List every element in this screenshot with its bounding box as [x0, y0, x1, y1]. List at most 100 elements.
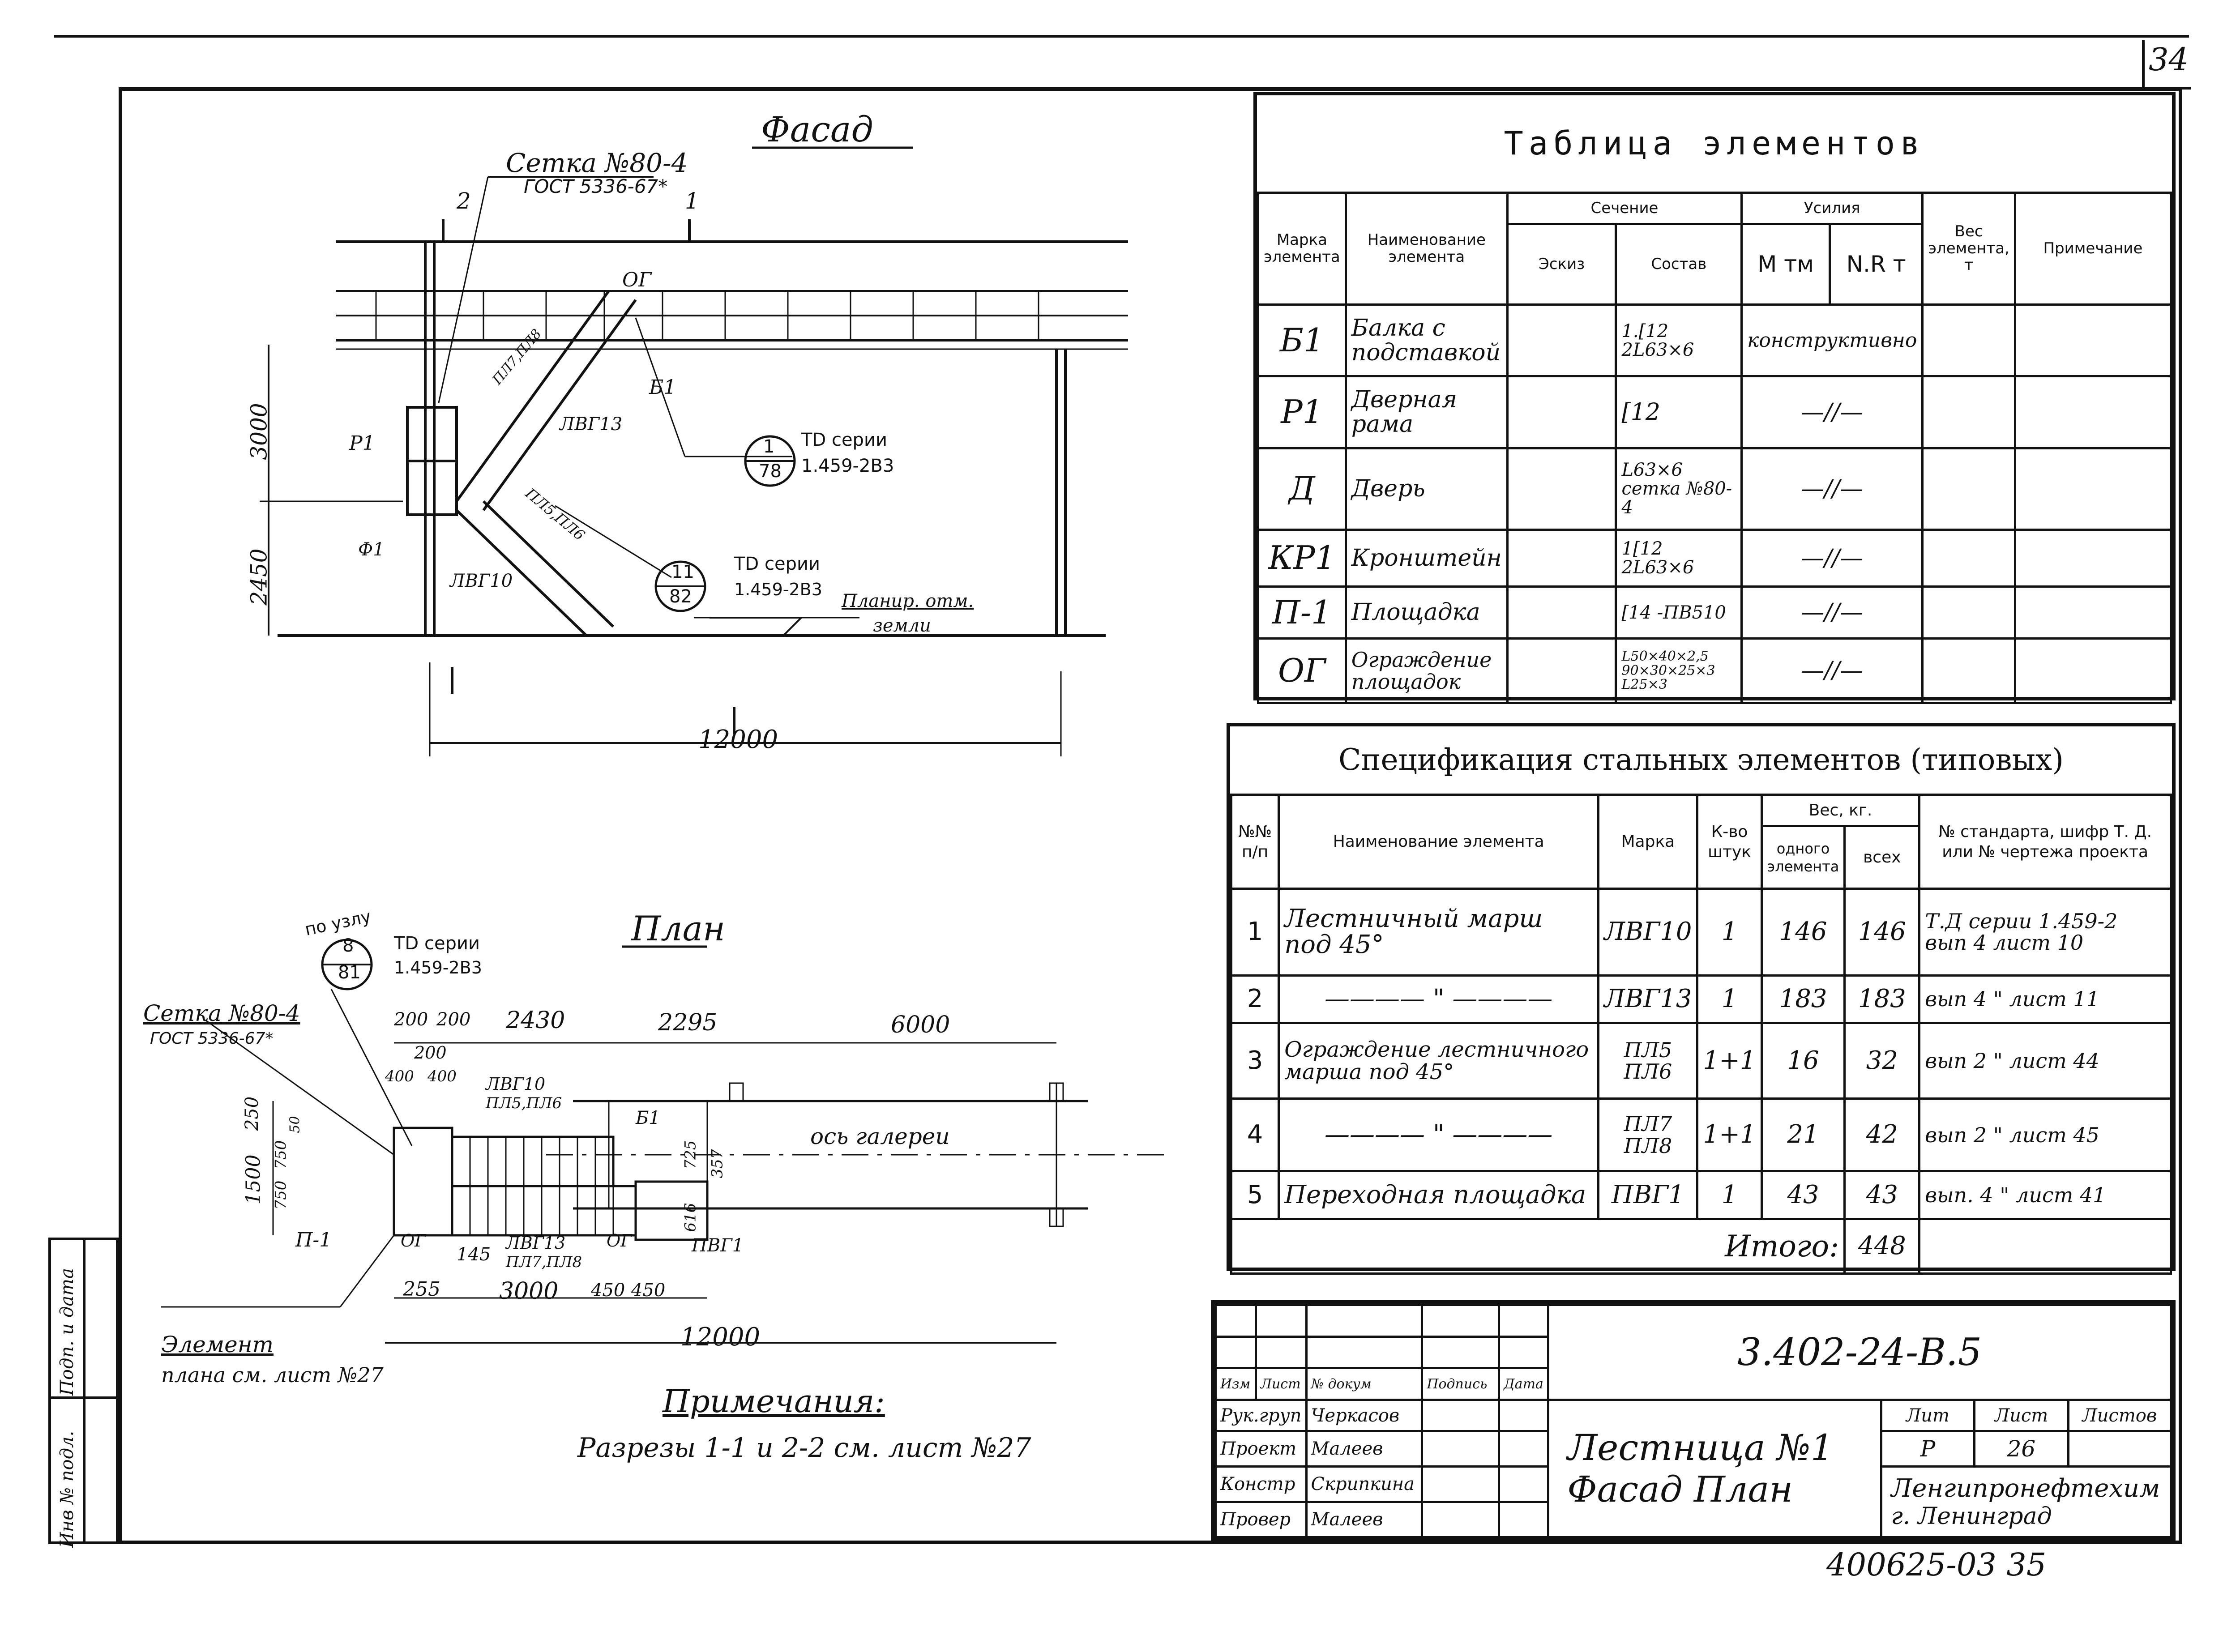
spec-col-standard: № стандарта, шифр Т. Д. или № чертежа пр… [1918, 794, 2172, 890]
facade-mesh-gost: ГОСТ 5336-67* [524, 175, 668, 197]
row-mark: ОГ [1257, 637, 1347, 704]
plan-element-note-1: Элемент [161, 1332, 274, 1357]
tb-sign-1 [1421, 1398, 1501, 1433]
spec-row-one: 43 [1760, 1170, 1846, 1220]
plan-dim-400a: 400 [385, 1067, 414, 1085]
row-sketch [1506, 528, 1617, 588]
facade-dim-3000: 3000 [246, 403, 272, 460]
facade-section-2-top: 2 [457, 188, 471, 214]
row-mark: Д [1257, 447, 1347, 531]
table-row: КР1 Кронштейн 1[12 2L63×6 —//— [1257, 528, 2172, 588]
plan-mesh-gost: ГОСТ 5336-67* [150, 1029, 274, 1048]
row-sketch [1506, 637, 1617, 704]
notes-text: Разрезы 1-1 и 2-2 см. лист №27 [577, 1432, 1031, 1464]
tb-sheets-label: Листов [2067, 1398, 2172, 1433]
row-weight [1921, 637, 2016, 704]
tb-lit-value: Р [1880, 1430, 1976, 1468]
tb-role-1: Рук.груп [1214, 1398, 1308, 1433]
plan-dim-200c: 200 [414, 1043, 447, 1063]
tb-sign-4 [1421, 1501, 1501, 1538]
row-name: Дверная рама [1344, 375, 1509, 449]
col-forces: Усилия [1740, 192, 1924, 225]
plan-dim-750b: 750 [272, 1180, 290, 1210]
plan-dim-50: 50 [287, 1116, 303, 1133]
facade-node2-bottom: 82 [669, 586, 692, 607]
spec-row-name: Переходная площадка [1278, 1170, 1600, 1220]
plan-dim-12000: 12000 [680, 1323, 761, 1352]
spec-row-all: 42 [1843, 1097, 1921, 1173]
tb-subject-1: Лестница №1 [1567, 1426, 1834, 1468]
plan-node-code: 1.459-2В3 [394, 958, 482, 978]
spec-row-all: 32 [1843, 1022, 1921, 1100]
row-sketch [1506, 303, 1617, 378]
facade-node2-series: ТD серии [734, 554, 820, 574]
plan-stair-lvg10 [451, 1135, 615, 1187]
spec-col-qty: К-во штук [1696, 794, 1763, 890]
row-note [2014, 637, 2172, 704]
facade-node1-bottom: 78 [759, 461, 782, 482]
spec-row-name: Лестничный марш под 45° [1278, 888, 1600, 977]
spec-row-name: ———— " ———— [1278, 974, 1600, 1024]
row-forces: —//— [1740, 528, 1924, 588]
facade-ground-label-1: Планир. отм. [842, 591, 974, 611]
table-row: 3 Ограждение лестничного марша под 45° П… [1230, 1022, 2172, 1100]
archive-number: 400625-03 35 [1826, 1546, 2047, 1583]
margin-stamp-divider [83, 1238, 86, 1544]
facade-node1-top: 1 [763, 436, 775, 457]
row-name: Площадка [1344, 585, 1509, 640]
plan-mark-lvg13: ЛВГ13 [506, 1233, 566, 1253]
spec-col-one: одного элемента [1760, 825, 1846, 890]
plan-mesh-label: Сетка №80-4 [143, 1000, 300, 1026]
facade-mark-og: ОГ [622, 269, 652, 291]
tb-subject: Лестница №1 Фасад План [1547, 1398, 1882, 1539]
tb-col-sign: Подпись [1421, 1367, 1501, 1401]
margin-stamp-divider-h [48, 1396, 119, 1399]
tb-col-date: Дата [1498, 1367, 1550, 1401]
table-row: П-1 Площадка [14 -ПВ510 —//— [1257, 585, 2172, 640]
facade-node2-top: 11 [671, 562, 694, 582]
tb-person-3: Скрипкина [1305, 1465, 1424, 1503]
tb-date-3 [1498, 1465, 1550, 1503]
spec-col-weight: Вес, кг. [1760, 794, 1921, 827]
row-note [2014, 585, 2172, 640]
drawing-code: 3.402-24-В.5 [1547, 1304, 2172, 1401]
elements-table-title: Таблица элементов [1257, 95, 2172, 194]
top-border-line [54, 35, 2189, 38]
plan-dim-200a: 200 [394, 1009, 428, 1030]
spec-total-label: Итого: [1230, 1217, 1846, 1275]
spec-row-name: ———— " ———— [1278, 1097, 1600, 1173]
spec-total-row: Итого: 448 [1230, 1217, 2172, 1275]
tb-col-izm: Изм [1214, 1367, 1257, 1401]
stair-lower-2 [482, 500, 615, 628]
tb-sheet-value: 26 [1973, 1430, 2069, 1468]
col-mark: Марка элемента [1257, 192, 1347, 306]
spec-row-mark: ПВГ1 [1597, 1170, 1699, 1220]
facade-node1-series: ТD серии [801, 430, 887, 450]
tb-date-1 [1498, 1398, 1550, 1433]
facade-dim-12000: 12000 [698, 725, 778, 754]
tb-role-3: Констр [1214, 1465, 1308, 1503]
tb-sheet-label: Лист [1973, 1398, 2069, 1433]
row-composition: 1.[12 2L63×6 [1615, 303, 1743, 378]
col-composition: Состав [1615, 223, 1743, 306]
facade-mark-f1: Ф1 [358, 539, 385, 560]
tb-person-1: Черкасов [1305, 1398, 1424, 1433]
row-note [2014, 375, 2172, 449]
plan-transition-pvg1 [634, 1180, 709, 1241]
spec-row-std: вып 4 " лист 11 [1918, 974, 2172, 1024]
plan-node-top: 8 [342, 935, 354, 956]
tb-sign-3 [1421, 1465, 1501, 1503]
table-row: 2 ———— " ———— ЛВГ13 1 183 183 вып 4 " ли… [1230, 974, 2172, 1024]
row-forces: —//— [1740, 447, 1924, 531]
row-forces: —//— [1740, 585, 1924, 640]
spec-row-mark: ПЛ5 ПЛ6 [1597, 1022, 1699, 1100]
tb-person-4: Малеев [1305, 1501, 1424, 1538]
row-forces: конструктивно [1740, 303, 1924, 378]
sheet-number: 34 [2149, 41, 2189, 78]
tb-col-doc: № докум [1305, 1367, 1424, 1401]
col-section: Сечение [1506, 192, 1743, 225]
row-sketch [1506, 375, 1617, 449]
plan-dim-6000: 6000 [891, 1012, 950, 1038]
row-sketch [1506, 585, 1617, 640]
plan-title: План [631, 909, 726, 948]
